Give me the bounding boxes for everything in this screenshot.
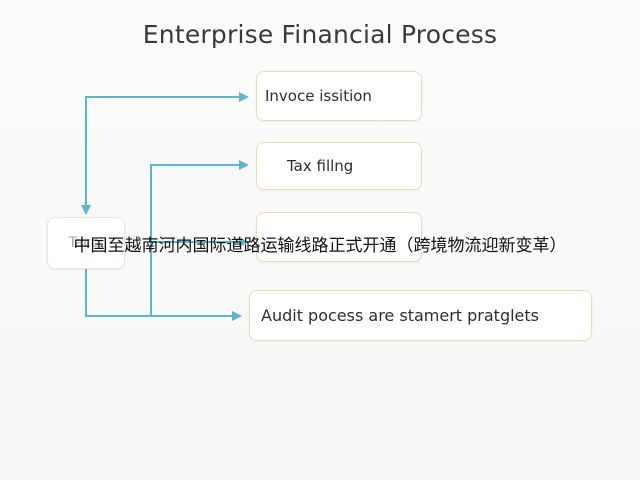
overlay-caption: 中国至越南河内国际道路运输线路正式开通（跨境物流迎新变革） [73, 236, 567, 256]
node-left: Tacc: [47, 217, 125, 269]
node-audit-label: Audit pocess are stamert pratglets [261, 306, 539, 325]
connector-to-audit [85, 269, 242, 321]
diagram-title: Enterprise Financial Process [142, 20, 498, 49]
connector-to-invoice [85, 92, 249, 213]
connector-to-tax [150, 160, 249, 316]
node-invoice: Invoce issition [256, 71, 422, 121]
node-tax-label: Tax fillng [287, 157, 354, 175]
node-left-label: Tacc: [68, 235, 104, 251]
node-audit: Audit pocess are stamert pratglets [249, 290, 592, 341]
node-invoice-label: Invoce issition [265, 87, 372, 105]
node-tax: Tax fillng [256, 142, 422, 190]
node-hidden [256, 212, 422, 262]
